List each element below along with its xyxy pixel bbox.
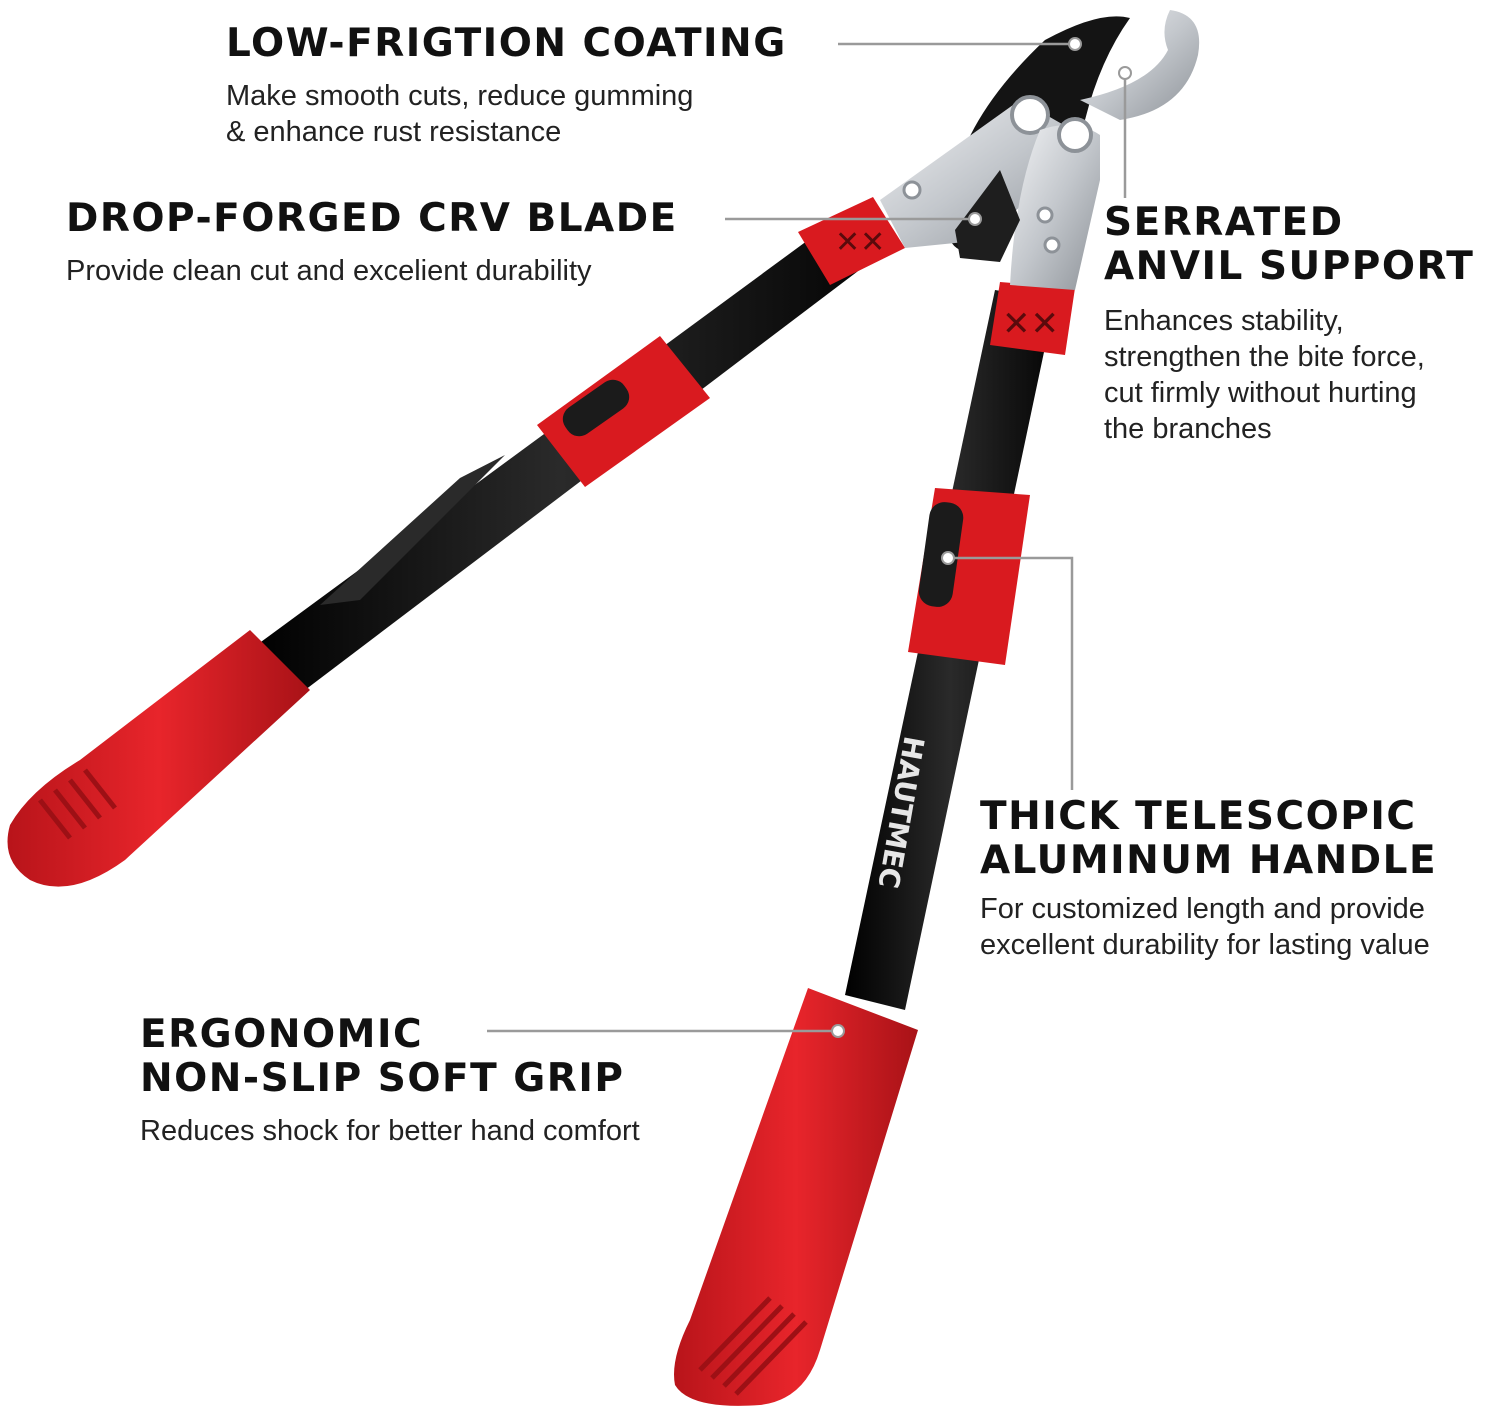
leader-telescopic bbox=[948, 556, 1074, 790]
svg-text:✕✕: ✕✕ bbox=[835, 225, 885, 260]
callout-title: SERRATED ANVIL SUPPORT bbox=[1104, 200, 1475, 289]
leader-lines bbox=[487, 42, 1127, 1033]
left-handle: ✕✕ bbox=[7, 197, 905, 887]
callout-desc: Enhances stability, strengthen the bite … bbox=[1104, 305, 1425, 445]
right-grip bbox=[674, 988, 918, 1406]
right-arm-plate bbox=[1010, 125, 1100, 290]
svg-text:✕✕: ✕✕ bbox=[1002, 304, 1059, 344]
left-lock-collar bbox=[537, 336, 710, 487]
right-upper-collar bbox=[990, 282, 1075, 355]
callout-title: ERGONOMIC NON-SLIP SOFT GRIP bbox=[140, 1012, 625, 1101]
callout-desc: Provide clean cut and excelient durabili… bbox=[66, 255, 592, 287]
left-lock-button bbox=[562, 379, 630, 437]
callout-drop-forged: DROP-FORGED CRV BLADE Provide clean cut … bbox=[66, 197, 678, 289]
anvil-hook bbox=[1080, 10, 1200, 120]
callout-desc: Reduces shock for better hand comfort bbox=[140, 1115, 640, 1147]
callout-serrated: SERRATED ANVIL SUPPORT Enhances stabilit… bbox=[1104, 201, 1474, 447]
left-handle-shaft bbox=[250, 235, 870, 690]
blade-head bbox=[880, 10, 1200, 290]
right-lock-button bbox=[918, 502, 964, 607]
leader-dots bbox=[831, 37, 1132, 1038]
left-grip bbox=[7, 630, 310, 887]
callout-title: LOW-FRIGTION COATING bbox=[226, 21, 787, 66]
callout-telescopic: THICK TELESCOPIC ALUMINUM HANDLE For cus… bbox=[980, 795, 1437, 963]
callout-ergonomic: ERGONOMIC NON-SLIP SOFT GRIP Reduces sho… bbox=[140, 1013, 640, 1149]
callout-title: DROP-FORGED CRV BLADE bbox=[66, 196, 678, 241]
callout-title: THICK TELESCOPIC ALUMINUM HANDLE bbox=[980, 794, 1438, 883]
callout-desc: For customized length and provide excell… bbox=[980, 893, 1430, 961]
callout-low-friction: LOW-FRIGTION COATING Make smooth cuts, r… bbox=[226, 22, 787, 150]
right-handle: ✕✕ HAUTMEC bbox=[674, 282, 1075, 1406]
callout-desc: Make smooth cuts, reduce gumming & enhan… bbox=[226, 80, 694, 148]
